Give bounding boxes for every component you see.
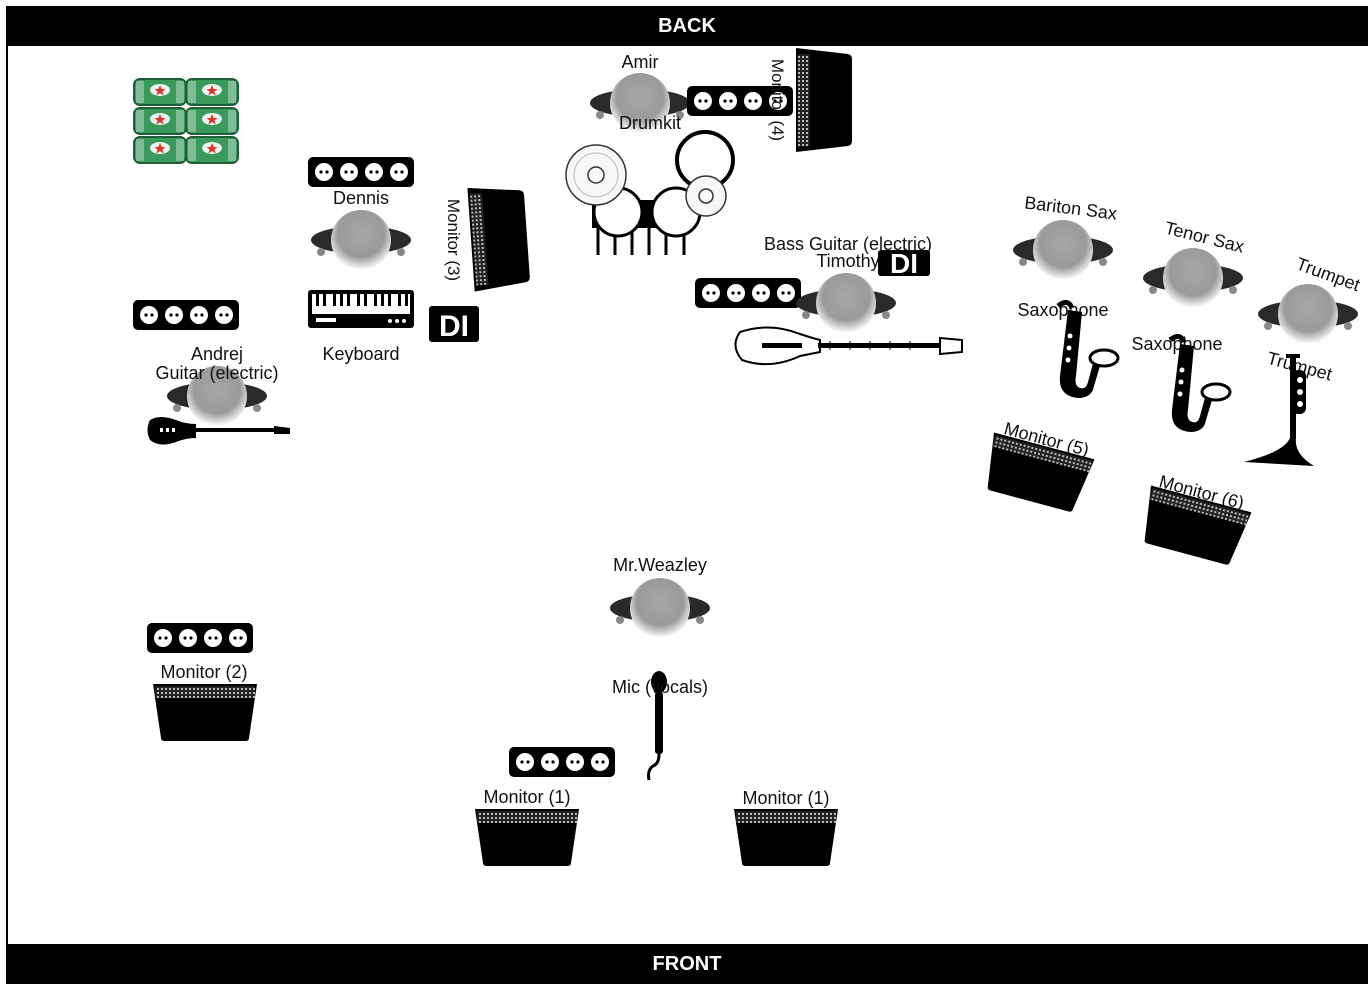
monitor-label-1a: Monitor (1) — [483, 787, 570, 807]
monitor-label-2: Monitor (2) — [160, 662, 247, 682]
wedge-monitor-icon — [153, 684, 257, 741]
musician-icon — [311, 210, 411, 270]
instrument-label-keyboard: Keyboard — [322, 344, 399, 364]
musician-name-bariton-sax: Bariton Sax — [1023, 192, 1118, 223]
monitor-label-1b: Monitor (1) — [742, 788, 829, 808]
di-box-icon: DI — [878, 248, 930, 279]
horn-section: Bariton Sax Saxophone Tenor Sax Saxophon… — [979, 192, 1363, 568]
instrument-label-bass: Bass Guitar (electric) — [764, 234, 932, 254]
beer-crate-stack — [133, 78, 239, 164]
beer-crate-icon — [185, 136, 239, 164]
guitar-group: Andrej Guitar (electric) — [133, 300, 290, 445]
di-box-icon: DI — [429, 306, 479, 343]
bass-group: Bass Guitar (electric) DI Timothy — [695, 234, 963, 366]
wedge-monitor-icon — [796, 48, 852, 152]
power-strip-icon — [133, 300, 239, 330]
drumkit-group: Amir Drumkit Monitor (4) — [565, 48, 852, 255]
musician-name-dennis: Dennis — [333, 188, 389, 208]
stage-back-label: BACK — [6, 6, 1368, 46]
drumkit-icon — [565, 130, 735, 255]
musician-name-mr-weazley: Mr.Weazley — [613, 555, 707, 575]
instrument-label-saxophone-1: Saxophone — [1017, 300, 1108, 320]
power-strip-icon — [509, 747, 615, 777]
di-label: DI — [439, 310, 469, 343]
keyboard-icon — [308, 290, 414, 328]
musician-name-amir: Amir — [622, 52, 659, 72]
musician-name-timothy: Timothy — [816, 251, 879, 271]
keyboard-group: Dennis Keyboard DI Moni — [308, 157, 531, 364]
power-strip-icon — [695, 278, 801, 308]
musician-icon — [1143, 248, 1243, 308]
beer-crate-icon — [133, 136, 187, 164]
monitor-label-4: Monitor (4) — [768, 59, 787, 141]
wedge-monitor-icon — [734, 809, 838, 866]
musician-icon — [1258, 284, 1358, 344]
beer-crate-icon — [185, 78, 239, 106]
bass-guitar-icon — [734, 326, 963, 366]
musician-name-andrej: Andrej — [191, 344, 243, 364]
power-strip-icon — [147, 623, 253, 653]
wedge-monitor-icon — [467, 184, 531, 292]
electric-guitar-icon — [147, 417, 290, 445]
beer-crate-icon — [133, 78, 187, 106]
musician-icon — [610, 578, 710, 638]
monitor-2-group: Monitor (2) — [147, 623, 257, 741]
wedge-monitor-icon — [475, 809, 579, 866]
instrument-label-drumkit: Drumkit — [619, 113, 681, 133]
stage-left-edge — [6, 46, 8, 944]
stage-front-label: FRONT — [6, 944, 1368, 984]
instrument-label-saxophone-2: Saxophone — [1131, 334, 1222, 354]
instrument-label-guitar: Guitar (electric) — [155, 363, 278, 383]
power-strip-icon — [308, 157, 414, 187]
musician-icon — [796, 273, 896, 333]
monitor-label-3: Monitor (3) — [444, 199, 463, 281]
beer-crate-icon — [185, 107, 239, 135]
musician-icon — [1013, 220, 1113, 280]
di-label: DI — [890, 248, 918, 279]
instrument-label-mic: Mic (vocals) — [612, 677, 708, 697]
beer-crate-icon — [133, 107, 187, 135]
vocals-group: Mr.Weazley Mic (vocals) Monitor (1) Moni… — [475, 555, 838, 866]
